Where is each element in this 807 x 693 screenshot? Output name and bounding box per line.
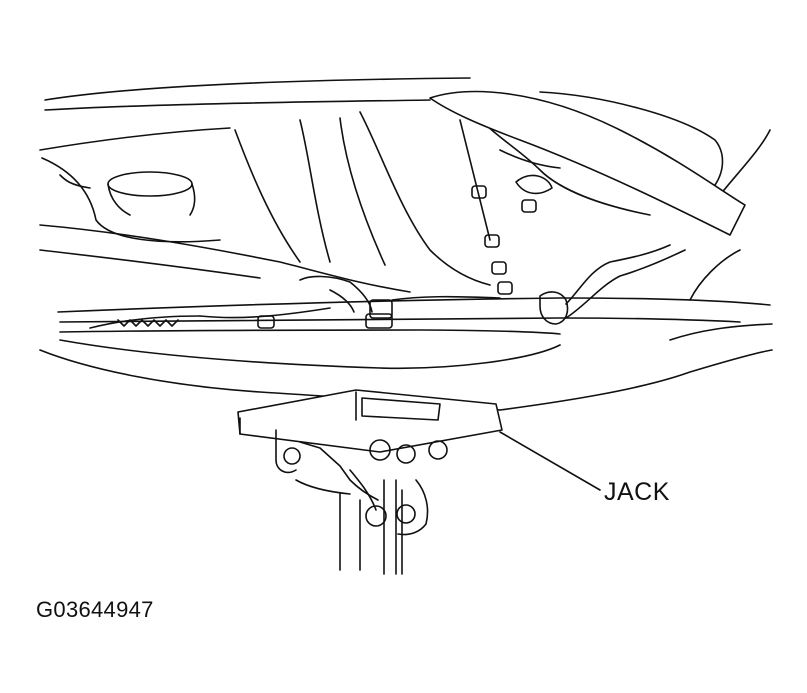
jack-callout-label: JACK — [604, 478, 670, 506]
jack-leader-line — [499, 431, 601, 491]
figure-code: G03644947 — [36, 597, 154, 622]
vehicle-underbody — [39, 77, 773, 411]
jack-assembly — [237, 389, 503, 575]
